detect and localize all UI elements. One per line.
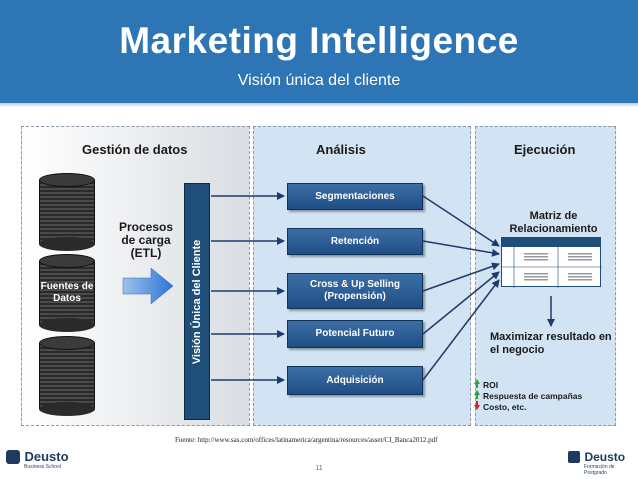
legend-item-respuesta: Respuesta de campañas (483, 391, 583, 401)
matrix-header (502, 238, 600, 247)
procesos-label: Procesos de carga (ETL) (118, 220, 174, 260)
database-icon (39, 254, 95, 332)
logo-right-name: Deusto (584, 450, 626, 464)
arrow-ret-matrix (422, 240, 500, 257)
diagram-connectors (122, 192, 555, 410)
deusto-logo-left: Deusto Business School (6, 448, 69, 470)
panel-gestion-title: Gestión de datos (82, 142, 188, 157)
analysis-box-retencion: Retención (287, 228, 423, 255)
matrix-table (501, 237, 602, 288)
page-subtitle: Visión única del cliente (237, 72, 401, 89)
maximizar-label: Maximizar resultado en el negocio (490, 331, 612, 356)
deusto-logo-right: Deusto Formación de Postgrado (568, 448, 638, 476)
matrix-title: Matriz de Relacionamiento (509, 210, 598, 235)
up-arrow-icon (474, 390, 480, 399)
analysis-box-cross-up-selling: Cross & Up Selling (Propensión) (287, 273, 423, 309)
source-citation: Fuente: http://www.sas.com/offices/latin… (175, 436, 438, 444)
header-bar: Marketing Intelligence Visión única del … (0, 0, 638, 103)
etl-arrow-icon (122, 267, 174, 305)
marketing-diagram: Gestión de datos Análisis Ejecución Fuen… (21, 126, 616, 426)
arrow-cross-matrix (422, 262, 500, 292)
arrow-pot-matrix (422, 271, 500, 335)
page-title: Marketing Intelligence (119, 20, 519, 61)
page-number: 11 (315, 465, 323, 472)
database-icon (39, 173, 95, 251)
legend-item-roi: ROI (483, 380, 499, 390)
analysis-box-potencial-futuro: Potencial Futuro (287, 320, 423, 348)
database-icon (39, 336, 95, 416)
header-shadow (0, 103, 638, 107)
analysis-box-segmentaciones: Segmentaciones (287, 183, 423, 210)
fuentes-label: Fuentes de Datos (40, 281, 94, 304)
legend-item-costo: Costo, etc. (483, 402, 527, 412)
logo-left-sub: Business School (24, 464, 61, 470)
logo-left-name: Deusto (24, 449, 69, 464)
deusto-logo-icon (568, 450, 580, 463)
logo-right-sub: Formación de Postgrado (584, 464, 615, 476)
vision-unica-bar: Visión Única del Cliente (184, 183, 210, 420)
matrix-grid (502, 238, 602, 288)
analysis-box-adquisicion: Adquisición (287, 366, 423, 395)
deusto-logo-icon (6, 449, 20, 464)
panel-analisis-title: Análisis (316, 142, 366, 157)
arrow-seg-matrix (422, 195, 500, 247)
up-arrow-icon (474, 379, 480, 388)
panel-ejecucion-title: Ejecución (514, 142, 576, 157)
arrow-adq-matrix (422, 279, 500, 381)
down-arrow-icon (474, 401, 480, 410)
